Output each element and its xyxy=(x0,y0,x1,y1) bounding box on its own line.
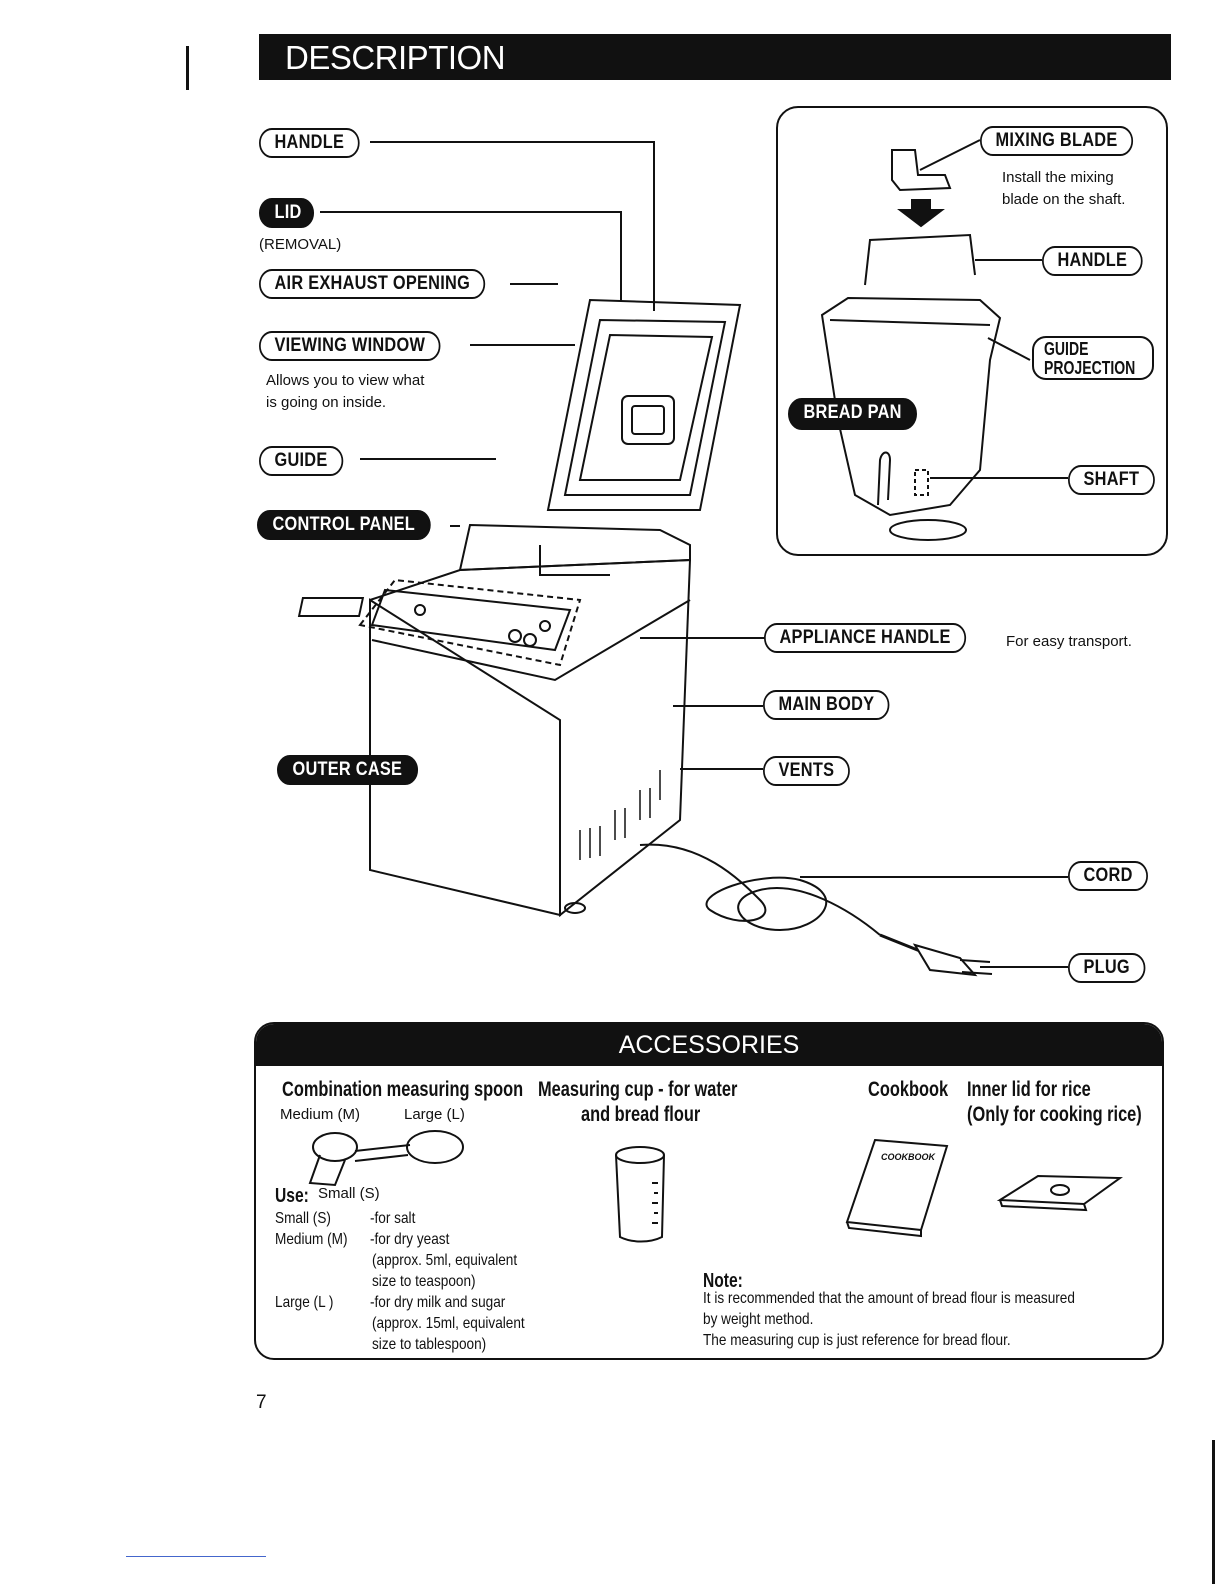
label-main-body: MAIN BODY xyxy=(763,690,890,720)
note-line-3: The measuring cup is just reference for … xyxy=(703,1332,1011,1349)
measuring-spoon-icon xyxy=(308,1130,464,1187)
use-size-2: Medium (M) xyxy=(275,1231,348,1248)
label-bread-pan: BREAD PAN xyxy=(788,398,918,430)
mixing-blade-note-1: Install the mixing xyxy=(1002,169,1114,186)
use-desc-6: (approx. 15ml, equivalent xyxy=(372,1315,525,1332)
leader-control xyxy=(450,525,460,527)
use-size-5: Large (L ) xyxy=(275,1294,334,1311)
leader-handle xyxy=(370,141,655,143)
note-line-1: It is recommended that the amount of bre… xyxy=(703,1290,1075,1307)
viewing-window-note-1: Allows you to view what xyxy=(266,372,425,389)
accessories-box: ACCESSORIES xyxy=(254,1022,1164,1360)
use-desc-5: -for dry milk and sugar xyxy=(370,1294,506,1311)
spoon-title: Combination measuring spoon xyxy=(282,1078,524,1101)
leader-air xyxy=(510,283,558,285)
appliance-handle-note: For easy transport. xyxy=(1006,633,1132,650)
note-line-2: by weight method. xyxy=(703,1311,814,1328)
cup-title-1: Measuring cup - for water xyxy=(538,1078,738,1101)
label-pan-handle: HANDLE xyxy=(1042,246,1143,276)
inner-lid-title-1: Inner lid for rice xyxy=(967,1078,1091,1101)
label-mixing-blade: MIXING BLADE xyxy=(980,126,1133,156)
use-desc-4: size to teaspoon) xyxy=(372,1273,476,1290)
lid-note: (REMOVAL) xyxy=(259,236,342,253)
mixing-blade-note-2: blade on the shaft. xyxy=(1002,191,1126,208)
label-control-panel: CONTROL PANEL xyxy=(257,510,431,540)
accessories-title: ACCESSORIES xyxy=(618,1031,800,1059)
page-number: 7 xyxy=(256,1392,267,1413)
guide-projection-line-1: GUIDE xyxy=(1044,339,1089,359)
spoon-small-label: Small (S) xyxy=(318,1185,380,1202)
cookbook-cover-text: COOKBOOK xyxy=(881,1152,937,1162)
cookbook-icon: COOKBOOK xyxy=(845,1138,949,1238)
leader-plug xyxy=(980,966,1068,968)
leader-guide xyxy=(360,458,496,460)
label-cord: CORD xyxy=(1068,861,1149,891)
use-desc-3: (approx. 5ml, equivalent xyxy=(372,1252,518,1269)
viewing-window-note-2: is going on inside. xyxy=(266,394,387,411)
use-label: Use: xyxy=(275,1185,309,1207)
label-handle: HANDLE xyxy=(259,128,360,158)
use-desc-1: -for salt xyxy=(370,1210,416,1227)
label-shaft: SHAFT xyxy=(1068,465,1155,495)
spoon-medium-label: Medium (M) xyxy=(280,1106,361,1123)
section-title-bar: DESCRIPTION xyxy=(259,34,1171,80)
label-lid: LID xyxy=(259,198,315,228)
cup-title-2: and bread flour xyxy=(581,1103,701,1126)
label-appliance-handle: APPLIANCE HANDLE xyxy=(764,623,967,653)
margin-mark xyxy=(186,46,189,90)
label-guide-projection: GUIDE PROJECTION xyxy=(1032,336,1154,380)
label-plug: PLUG xyxy=(1068,953,1146,983)
measuring-cup-icon xyxy=(615,1146,665,1243)
use-desc-2: -for dry yeast xyxy=(370,1231,450,1248)
note-label: Note: xyxy=(703,1270,743,1292)
label-vents: VENTS xyxy=(763,756,850,786)
leader-cord xyxy=(800,876,1068,878)
inner-lid-title-2: (Only for cooking rice) xyxy=(967,1103,1142,1126)
leader-vents xyxy=(680,768,763,770)
label-guide: GUIDE xyxy=(259,446,344,476)
cookbook-title: Cookbook xyxy=(868,1078,949,1101)
accessories-header: ACCESSORIES xyxy=(256,1024,1162,1066)
guide-projection-line-2: PROJECTION xyxy=(1044,358,1136,378)
use-desc-7: size to tablespoon) xyxy=(372,1336,487,1353)
leader-main-body xyxy=(673,705,763,707)
footer-rule xyxy=(126,1556,266,1557)
use-size-1: Small (S) xyxy=(275,1210,331,1227)
edge-mark xyxy=(1212,1440,1215,1584)
spoon-large-label: Large (L) xyxy=(404,1106,465,1123)
label-outer-case: OUTER CASE xyxy=(277,755,418,785)
inner-lid-icon xyxy=(996,1174,1123,1212)
label-air-exhaust-opening: AIR EXHAUST OPENING xyxy=(259,269,486,299)
bread-pan-panel xyxy=(776,106,1168,556)
leader-handle-v xyxy=(653,141,655,311)
section-title: DESCRIPTION xyxy=(285,39,506,76)
leader-appliance-handle xyxy=(640,637,765,639)
leader-lid xyxy=(320,211,622,213)
leader-window xyxy=(470,344,575,346)
label-viewing-window: VIEWING WINDOW xyxy=(259,331,441,361)
leader-lid-v xyxy=(620,211,622,301)
